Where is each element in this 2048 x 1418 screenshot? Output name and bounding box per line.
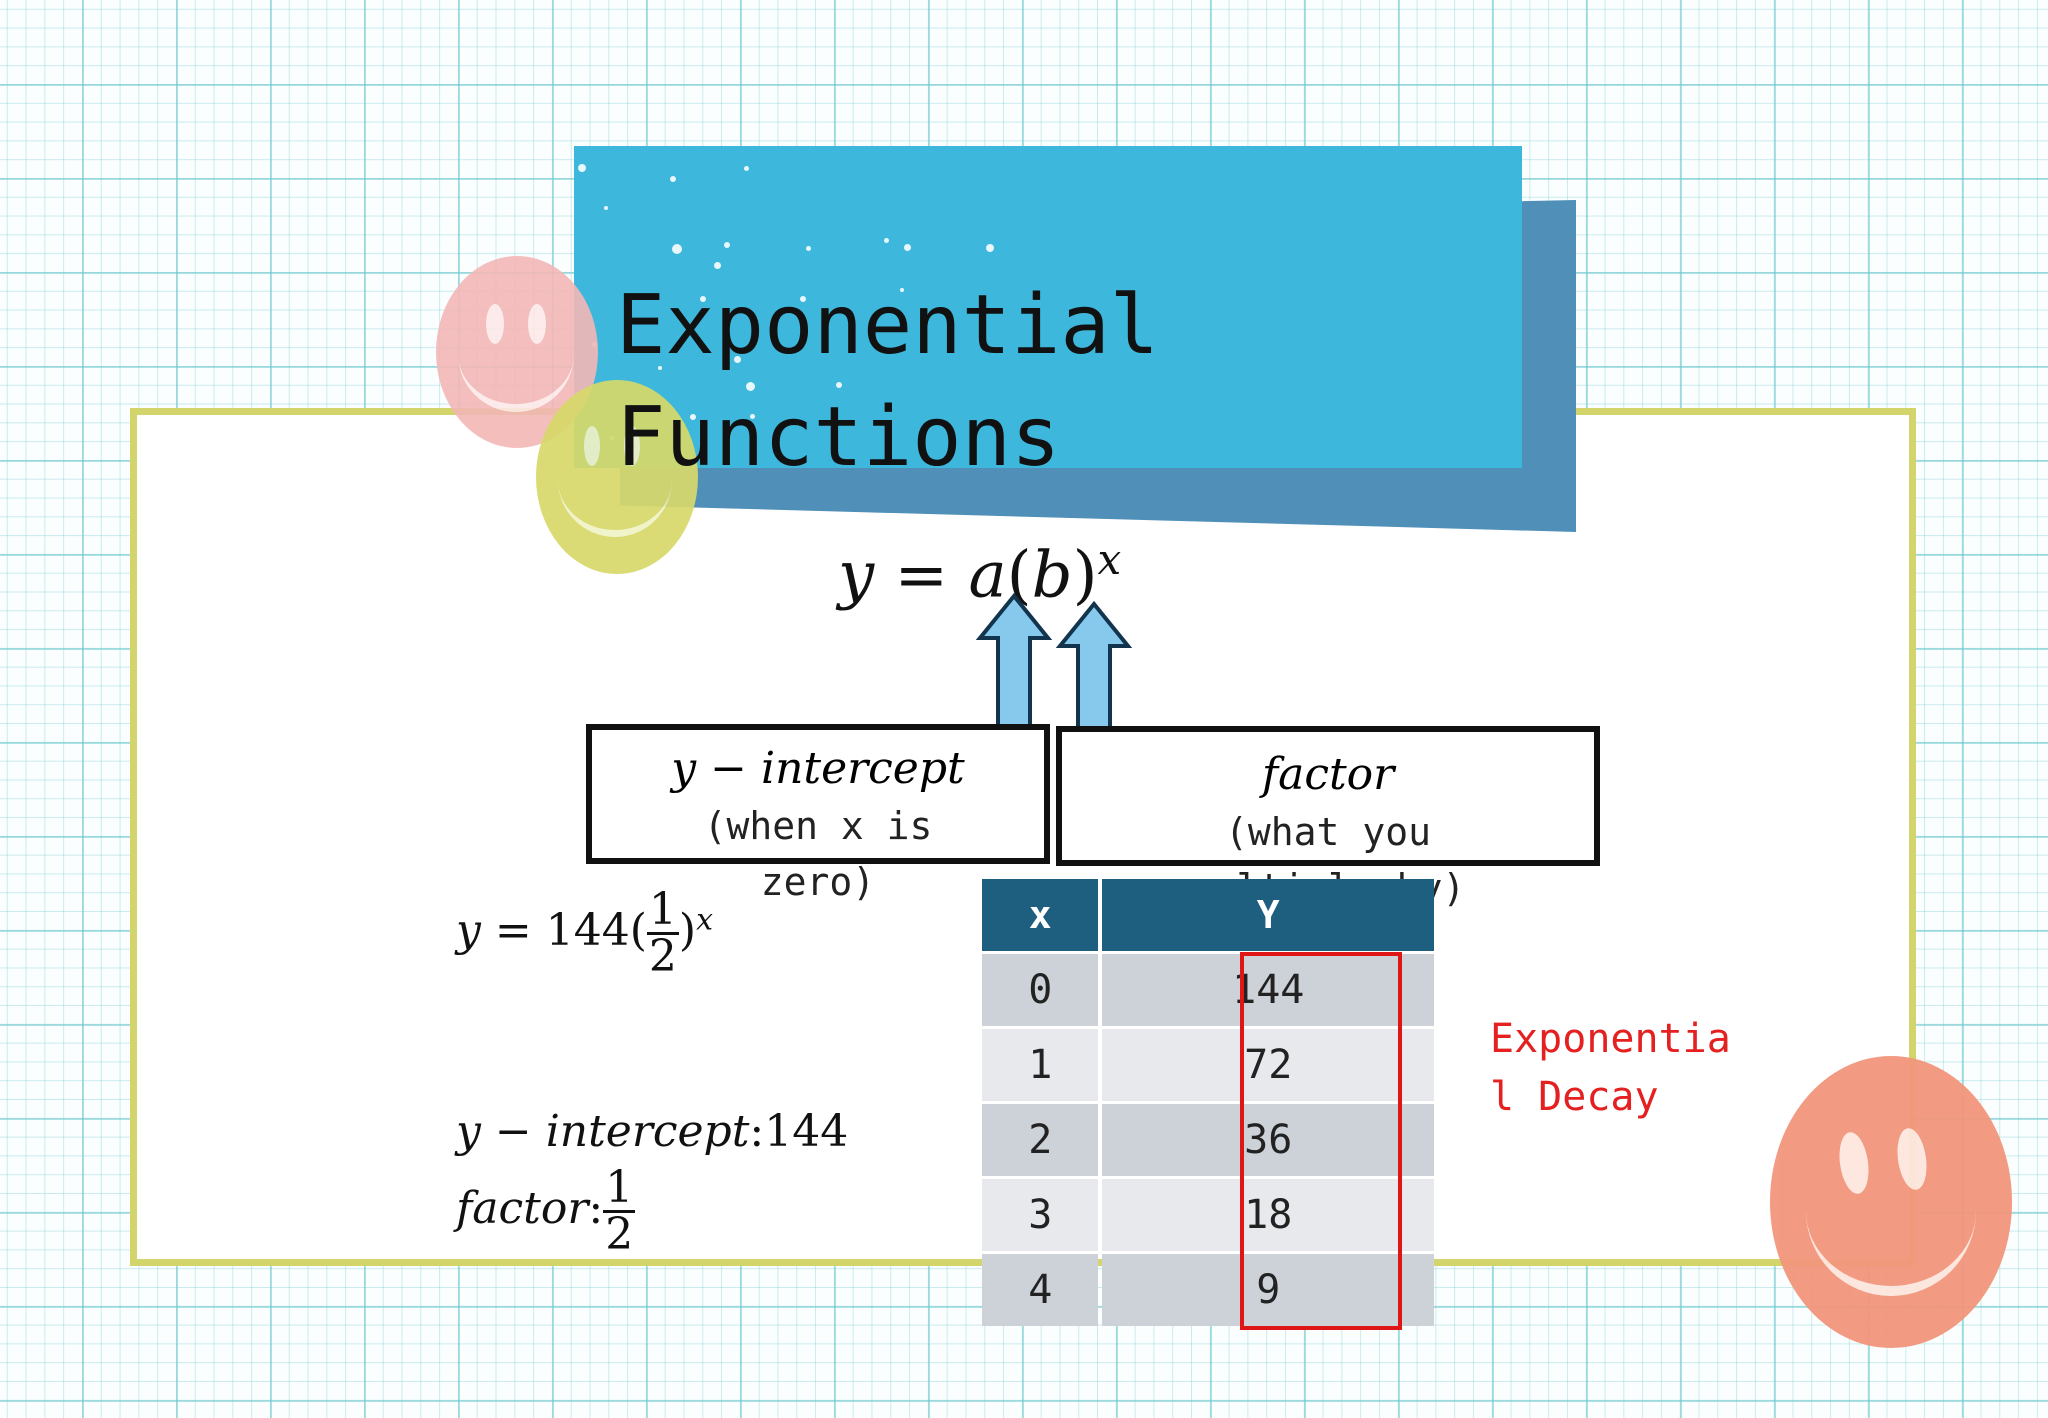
intercept-box-label: y − intercept: [671, 743, 965, 794]
factor-box-label: factor: [1261, 749, 1395, 800]
formula-exponent: x: [1097, 535, 1122, 584]
example-denominator: 2: [648, 931, 677, 982]
summary-factor-label: factor: [456, 1183, 589, 1234]
intercept-box-note: (when x is zero): [703, 804, 933, 904]
example-open-paren: (: [629, 905, 647, 956]
table-header-x: x: [982, 879, 1099, 951]
summary-factor-numerator: 1: [603, 1162, 636, 1213]
formula-close-paren: ): [1072, 538, 1098, 613]
table-cell-y: 9: [1102, 1254, 1434, 1326]
arrow-up-factor-icon: [1056, 600, 1132, 738]
table-header-row: x Y: [982, 879, 1434, 951]
arrow-up-intercept-icon: [976, 592, 1052, 730]
table-cell-x: 4: [982, 1254, 1099, 1326]
table-cell-x: 1: [982, 1029, 1099, 1101]
table-cell-y: 72: [1102, 1029, 1434, 1101]
summary-intercept-value: 144: [764, 1106, 849, 1157]
formula-b: b: [1031, 538, 1073, 613]
table-row: 1 72: [982, 1029, 1434, 1101]
example-numerator: 1: [646, 884, 679, 935]
table-row: 3 18: [982, 1179, 1434, 1251]
factor-box: factor (what you multiply by): [1056, 726, 1600, 910]
example-exponent: x: [696, 902, 713, 938]
table-cell-x: 0: [982, 954, 1099, 1026]
table-cell-y: 18: [1102, 1179, 1434, 1251]
table-header-y: Y: [1102, 879, 1434, 951]
general-formula: y = a(b)x: [838, 520, 1121, 615]
table-cell-x: 2: [982, 1104, 1099, 1176]
title-banner: [574, 146, 1522, 468]
summary-intercept-colon: :: [749, 1106, 765, 1157]
green-smiley-icon: [536, 380, 698, 574]
formula-y: y: [838, 538, 875, 613]
example-equals: =: [494, 905, 532, 956]
slide-title: Exponential Functions: [616, 278, 1160, 485]
summary-factor-colon: :: [588, 1183, 604, 1234]
table-cell-y: 144: [1102, 954, 1434, 1026]
table-cell-y: 36: [1102, 1104, 1434, 1176]
table-row: 2 36: [982, 1104, 1434, 1176]
y-column-highlight: [1240, 952, 1402, 1330]
summary-factor-denominator: 2: [605, 1209, 634, 1260]
values-table: x Y 0 144 1 72 2 36 3 18 4 9: [978, 876, 1438, 1329]
formula-equals: =: [894, 538, 949, 613]
example-close-paren: ): [678, 905, 697, 956]
decay-label: Exponentia l Decay: [1490, 1016, 1731, 1120]
orange-smiley-icon: [1770, 1056, 2012, 1348]
table-cell-x: 3: [982, 1179, 1099, 1251]
example-y: y: [456, 905, 481, 956]
table-row: 0 144: [982, 954, 1434, 1026]
summary-intercept-label: y − intercept: [456, 1106, 750, 1157]
formula-a: a: [968, 538, 1007, 613]
intercept-summary: y − intercept:144: [456, 1104, 848, 1160]
example-coefficient: 144: [545, 905, 630, 956]
table-row: 4 9: [982, 1254, 1434, 1326]
intercept-box: y − intercept (when x is zero): [586, 724, 1050, 904]
